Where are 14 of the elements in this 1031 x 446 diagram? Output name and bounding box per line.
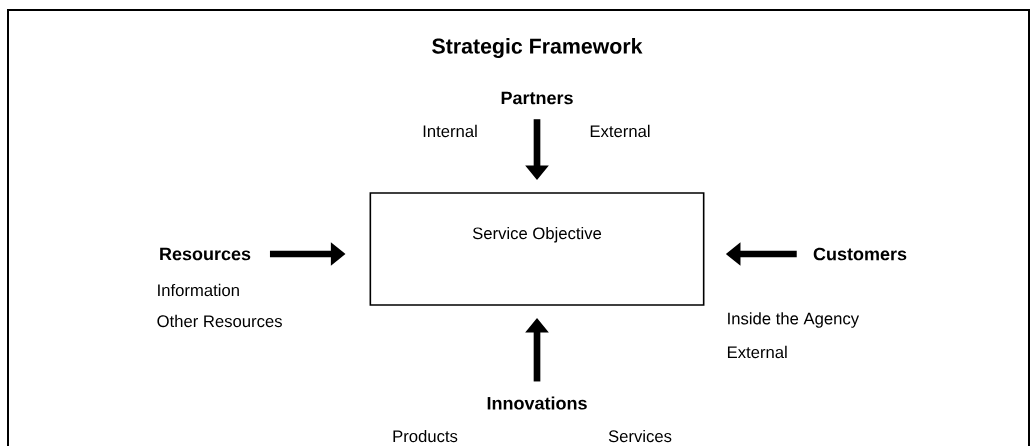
heading: Customers <box>813 247 907 261</box>
heading: Partners <box>501 91 573 105</box>
item-text: Other Resources <box>157 314 282 328</box>
title: Strategic Framework <box>432 38 643 58</box>
item-text: Internal <box>423 124 477 138</box>
item-text: External <box>727 345 787 359</box>
item-text: Information <box>158 283 239 297</box>
item-text: Inside the Agency <box>728 312 860 328</box>
item-text: Services <box>608 429 672 443</box>
item-text: Products <box>393 429 458 443</box>
heading: Resources <box>160 247 251 261</box>
item-text: External <box>590 124 650 138</box>
objective-box: Service Objective <box>369 192 705 306</box>
heading: Innovations <box>487 396 587 410</box>
